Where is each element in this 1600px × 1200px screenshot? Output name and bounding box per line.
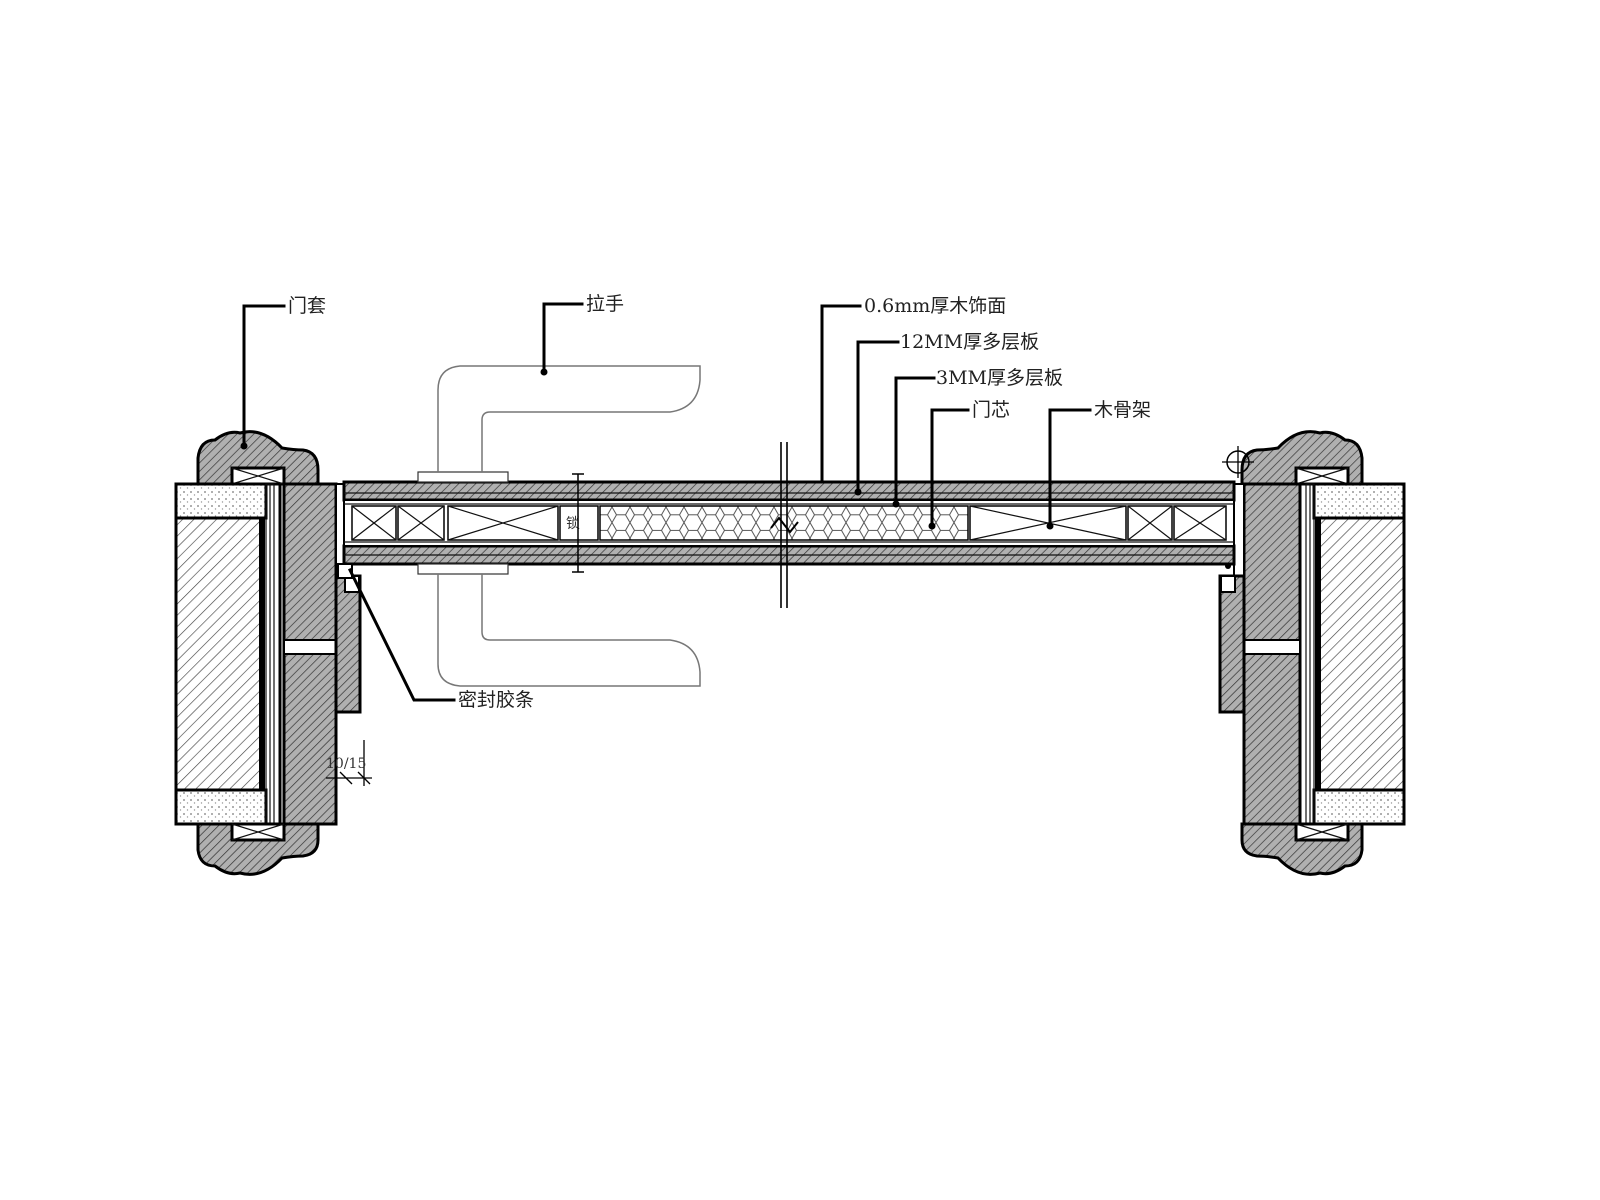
lock-block-label: 锁 xyxy=(566,516,580,532)
label-door-core-text: 门芯 xyxy=(972,399,1010,421)
label-door-casing: 门套 xyxy=(240,295,326,450)
label-seal-strip: 密封胶条 xyxy=(347,567,534,711)
left-casing-cap-top xyxy=(196,430,320,486)
label-veneer: 0.6mm厚木饰面 xyxy=(820,295,1006,484)
door-leaf: 锁 xyxy=(342,442,1236,608)
left-wall-body xyxy=(174,516,264,792)
right-wall-body xyxy=(1316,516,1406,792)
label-seal-strip-text: 密封胶条 xyxy=(458,689,534,711)
label-handle: 拉手 xyxy=(540,293,624,376)
label-veneer-text: 0.6mm厚木饰面 xyxy=(864,295,1006,317)
label-wood-frame-text: 木骨架 xyxy=(1094,399,1151,421)
label-door-core: 门芯 xyxy=(928,399,1010,530)
dimension-mark: 10/15 xyxy=(326,740,372,786)
label-plywood-12: 12MM厚多层板 xyxy=(854,331,1039,496)
label-wood-frame: 木骨架 xyxy=(1046,399,1151,530)
label-plywood-3: 3MM厚多层板 xyxy=(892,367,1063,508)
right-wall-plaster-top xyxy=(1312,482,1406,520)
right-wall-plaster-bottom xyxy=(1312,788,1406,826)
label-plywood-3-text: 3MM厚多层板 xyxy=(936,367,1063,389)
break-line xyxy=(770,442,799,608)
left-wall-plaster-top xyxy=(174,482,268,520)
door-handle xyxy=(417,365,701,687)
dimension-label: 10/15 xyxy=(326,756,366,772)
left-wall-plaster-bottom xyxy=(174,788,268,826)
right-frame-assembly xyxy=(1218,430,1406,876)
left-frame-assembly xyxy=(174,430,362,876)
door-skin-top xyxy=(342,480,1236,502)
left-architrave-lower xyxy=(334,574,362,714)
right-architrave-lower xyxy=(1218,574,1246,714)
label-door-casing-text: 门套 xyxy=(288,295,326,317)
lock-block xyxy=(559,505,599,541)
label-handle-text: 拉手 xyxy=(586,293,624,315)
hinge-symbol-icon xyxy=(1222,446,1254,478)
label-plywood-12-text: 12MM厚多层板 xyxy=(900,331,1039,353)
left-casing-cap-bottom xyxy=(196,822,320,876)
